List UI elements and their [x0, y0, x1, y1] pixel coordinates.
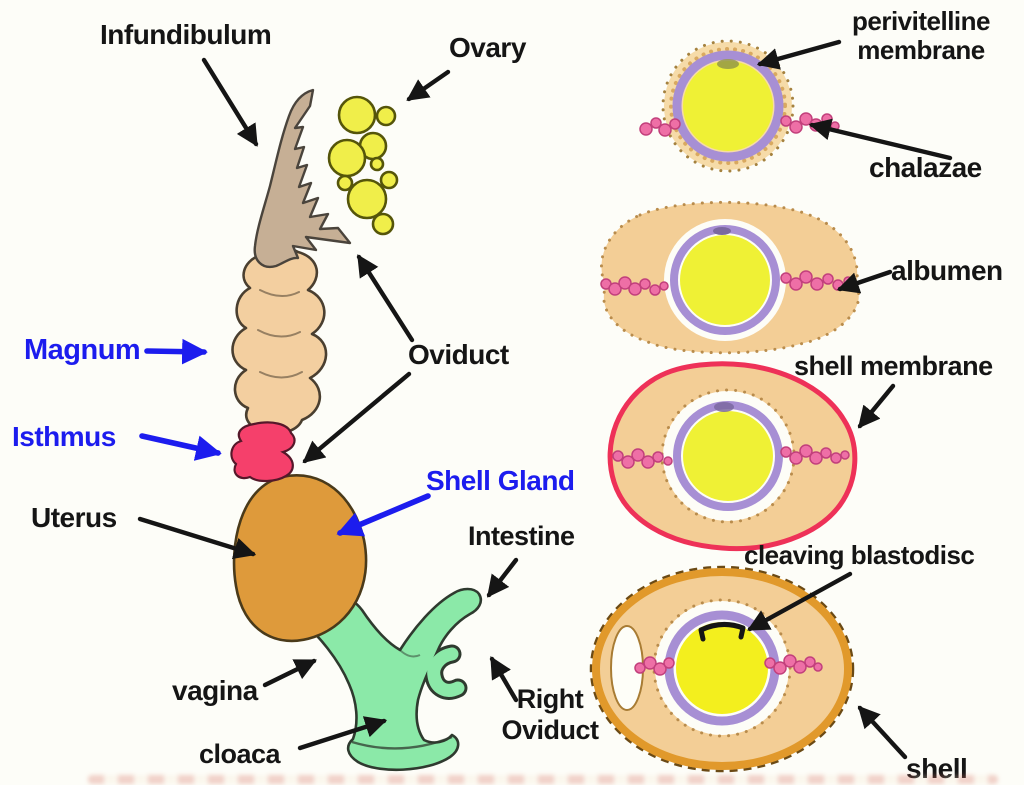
- arrow-infundibulum: [201, 57, 259, 147]
- arrow-cloaca: [297, 716, 388, 751]
- arrow-ovary: [406, 69, 451, 102]
- egg-stage-3: [607, 361, 858, 552]
- arrow-oviduct-down: [302, 371, 412, 464]
- label-intestine: Intestine: [468, 521, 575, 551]
- branch-fold-line: [397, 647, 421, 658]
- vagina-cloaca-intestine-shape: [291, 587, 483, 772]
- magnum-shape: [231, 247, 328, 435]
- egg-stage-1: [639, 39, 840, 173]
- egg-stage-2: [600, 200, 861, 355]
- label-uterus: Uterus: [31, 502, 117, 533]
- ovary-follicles: [327, 95, 399, 236]
- label-isthmus: Isthmus: [12, 421, 116, 452]
- isthmus-shape: [230, 421, 296, 483]
- stage2-yolk: [680, 235, 770, 325]
- stage4-shell-outer-dashes: [589, 565, 855, 773]
- stage1-germinal-disc: [717, 59, 739, 69]
- arrow-albumen: [836, 269, 893, 294]
- stage3-yolk: [683, 411, 773, 501]
- magnum-fold-lines: [257, 289, 303, 379]
- arrow-isthmus: [139, 433, 222, 461]
- label-perivitelline-membrane: perivitelline membrane: [852, 6, 991, 65]
- stage2-chalazae: [600, 270, 853, 296]
- arrow-perivitelline-membrane: [756, 39, 842, 70]
- label-oviduct: Oviduct: [408, 339, 509, 370]
- label-albumen: albumen: [891, 255, 1003, 286]
- label-chalazae: chalazae: [869, 152, 982, 183]
- arrow-vagina: [262, 658, 317, 688]
- stage4-blastodisc-mark: [698, 622, 746, 642]
- stage4-yolk: [676, 622, 768, 714]
- label-shell: shell: [906, 753, 968, 784]
- stage3-ring-speck: [714, 402, 734, 412]
- right-oviduct-curl: [427, 647, 465, 697]
- infundibulum-shape: [253, 88, 352, 269]
- arrow-shell: [857, 705, 908, 760]
- vagina-cloaca-body: [291, 587, 483, 772]
- stage1-perivitelline-ring: [672, 50, 784, 162]
- label-magnum: Magnum: [24, 334, 141, 366]
- arrow-oviduct-up: [356, 254, 415, 343]
- arrow-magnum: [144, 338, 208, 365]
- stage4-chalazae: [634, 654, 823, 676]
- blue-annotation-arrows: [139, 338, 431, 537]
- uterus-shell-gland-shape: [232, 474, 368, 643]
- arrow-uterus: [137, 516, 257, 559]
- label-vagina: vagina: [172, 675, 258, 706]
- label-infundibulum: Infundibulum: [100, 19, 272, 50]
- arrow-chalazae: [808, 118, 953, 161]
- annotation-arrows: [137, 39, 953, 760]
- label-cleaving-blastodisc: cleaving blastodisc: [744, 540, 975, 570]
- arrow-cleaving-blastodisc: [747, 571, 853, 632]
- label-shell-gland: Shell Gland: [426, 465, 575, 496]
- arrow-shell-membrane: [857, 383, 896, 429]
- label-cloaca: cloaca: [199, 739, 281, 769]
- label-shell-membrane: shell membrane: [794, 351, 993, 381]
- stage1-speckle-edge: [661, 39, 795, 173]
- cloaca-lip-line: [351, 735, 453, 750]
- arrow-shell-gland: [336, 493, 431, 537]
- stage3-chalazae: [612, 444, 850, 469]
- cropped-caption-strip: [88, 775, 998, 784]
- stage4-dot-ring: [652, 598, 792, 738]
- label-ovary: Ovary: [449, 32, 526, 63]
- stage1-speckles: [669, 47, 787, 165]
- egg-stage-4: [589, 565, 855, 773]
- stage1-yolk: [683, 61, 773, 151]
- label-right-oviduct: Right Oviduct: [501, 684, 599, 745]
- stage2-ring-speck: [713, 227, 731, 235]
- arrow-intestine: [486, 557, 519, 598]
- arrow-right-oviduct: [489, 656, 519, 703]
